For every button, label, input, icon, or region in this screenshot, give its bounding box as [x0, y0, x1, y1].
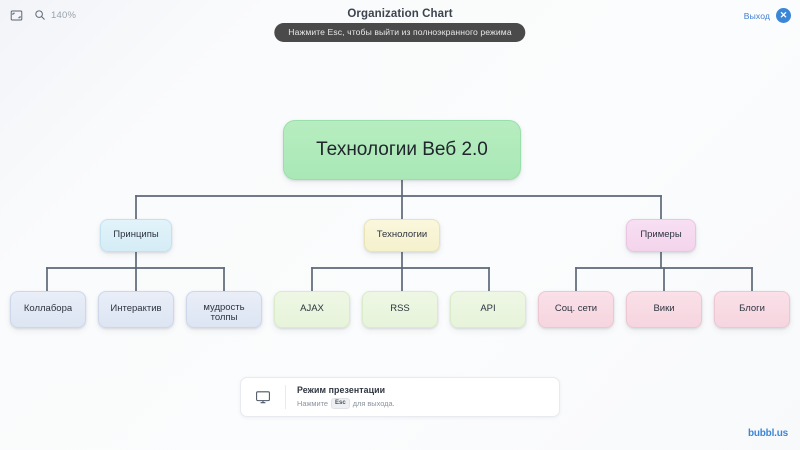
- node-label: AJAX: [300, 303, 324, 315]
- magnifier-icon[interactable]: [34, 9, 46, 21]
- fullscreen-hint-tooltip: Нажмите Esc, чтобы выйти из полноэкранно…: [274, 23, 526, 42]
- chart-node-leaf-wisdom-of-crowds[interactable]: мудрость толпы: [186, 291, 262, 328]
- card-text-block: Режим презентации Нажмите Esc для выхода…: [286, 385, 395, 409]
- exit-fullscreen-button[interactable]: Выход ✕: [744, 8, 791, 23]
- chart-node-branch-technologies[interactable]: Технологии: [364, 219, 440, 252]
- fullscreen-icon[interactable]: [10, 9, 23, 22]
- chart-node-leaf-wiki[interactable]: Вики: [626, 291, 702, 328]
- node-label: Принципы: [113, 229, 159, 241]
- zoom-level-label: 140%: [51, 9, 77, 21]
- esc-key-badge: Esc: [331, 398, 350, 409]
- node-label: Соц. сети: [554, 303, 598, 315]
- card-subtitle-before: Нажмите: [297, 399, 329, 408]
- node-label: Технологии: [376, 229, 428, 241]
- chart-node-leaf-blogs[interactable]: Блоги: [714, 291, 790, 328]
- chart-node-leaf-api[interactable]: API: [450, 291, 526, 328]
- card-title: Режим презентации: [297, 385, 386, 395]
- card-subtitle: Нажмите Esc для выхода.: [297, 398, 395, 409]
- chart-node-branch-examples[interactable]: Примеры: [626, 219, 696, 252]
- page-title: Organization Chart: [347, 8, 453, 20]
- close-icon[interactable]: ✕: [776, 8, 791, 23]
- node-label: Интерактив: [110, 304, 162, 315]
- node-label: Технологии Веб 2.0: [316, 139, 488, 161]
- presentation-mode-card: Режим презентации Нажмите Esc для выхода…: [240, 377, 560, 417]
- card-subtitle-after: для выхода.: [352, 399, 395, 408]
- node-label: Примеры: [640, 229, 682, 241]
- node-label: Вики: [653, 303, 675, 315]
- node-label: мудрость толпы: [203, 301, 245, 323]
- node-label: RSS: [390, 303, 410, 315]
- chart-node-leaf-ajax[interactable]: AJAX: [274, 291, 350, 328]
- chart-node-branch-principles[interactable]: Принципы: [100, 219, 172, 252]
- toolbar-left-group: 140%: [10, 9, 76, 22]
- exit-label: Выход: [743, 10, 770, 21]
- bubblus-watermark[interactable]: bubbl.us: [747, 428, 788, 439]
- node-label: Блоги: [739, 303, 765, 315]
- monitor-icon: [241, 389, 285, 405]
- card-divider: [285, 385, 286, 409]
- top-toolbar: 140%: [0, 0, 800, 30]
- chart-node-leaf-social-networks[interactable]: Соц. сети: [538, 291, 614, 328]
- chart-node-leaf-interactivity[interactable]: Интерактив: [98, 291, 174, 328]
- chart-node-root[interactable]: Технологии Веб 2.0: [283, 120, 521, 180]
- zoom-control[interactable]: 140%: [34, 9, 76, 21]
- node-label: API: [480, 303, 496, 315]
- node-label: Коллабора: [23, 304, 73, 315]
- chart-node-leaf-rss[interactable]: RSS: [362, 291, 438, 328]
- chart-node-leaf-collaboration[interactable]: Коллабора: [10, 291, 86, 328]
